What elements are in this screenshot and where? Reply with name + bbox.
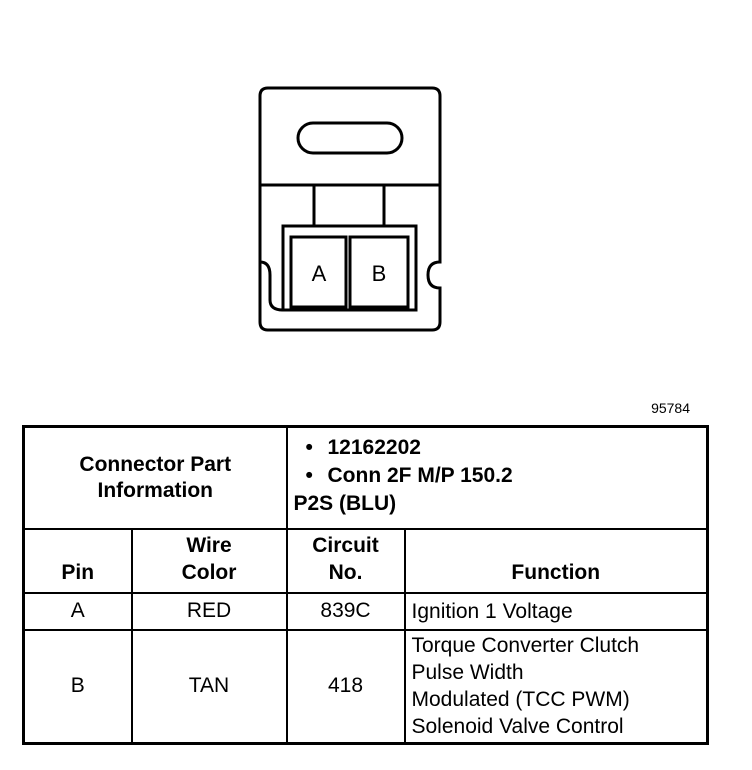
table-row: A RED 839C Ignition 1 Voltage xyxy=(22,591,709,631)
pin-cell: A xyxy=(22,591,133,631)
connector-table: Connector Part Information 12162202 Conn… xyxy=(22,425,710,745)
cavity-housing xyxy=(281,224,418,312)
function-cell: Ignition 1 Voltage xyxy=(403,591,709,631)
figure-number: 95784 xyxy=(651,400,690,416)
part-info-row: Connector Part Information 12162202 Conn… xyxy=(22,425,709,530)
column-header-row: Pin Wire Color Circuit No. Function xyxy=(22,527,709,594)
cavity-a-label: A xyxy=(312,261,327,286)
connector-body xyxy=(258,86,442,332)
lock-tab xyxy=(296,121,404,155)
pin-cell: B xyxy=(22,628,133,745)
connector-diagram: A B xyxy=(258,86,442,332)
connector-part-label: Connector Part Information xyxy=(22,425,288,530)
circuit-cell: 418 xyxy=(285,628,406,745)
color-cell: RED xyxy=(130,591,288,631)
function-cell: Torque Converter Clutch Pulse Width Modu… xyxy=(403,628,709,745)
cavity-b-label: B xyxy=(372,261,387,286)
table-row: B TAN 418 Torque Converter Clutch Pulse … xyxy=(22,628,709,745)
header-pin: Pin xyxy=(22,527,133,594)
header-circuit: Circuit No. xyxy=(285,527,406,594)
cavity-a xyxy=(289,235,348,309)
part-number: 12162202 xyxy=(306,434,701,462)
header-wire-color: Wire Color xyxy=(130,527,288,594)
circuit-cell: 839C xyxy=(285,591,406,631)
cavity-b xyxy=(348,235,410,309)
header-function: Function xyxy=(403,527,709,594)
color-cell: TAN xyxy=(130,628,288,745)
